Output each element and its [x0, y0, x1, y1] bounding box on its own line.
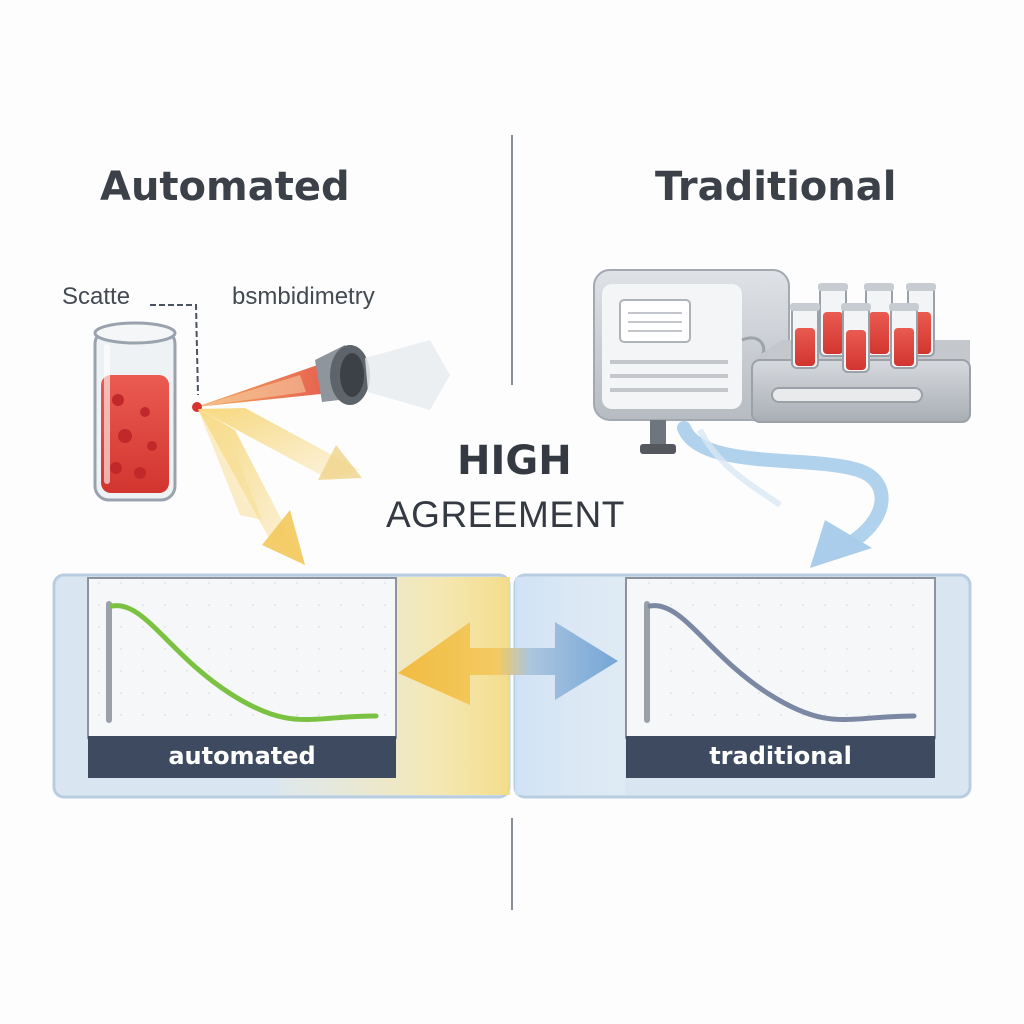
traditional-chart-label: traditional — [709, 742, 852, 770]
analyzer-machine-icon — [593, 269, 790, 454]
automated-chart-label: automated — [168, 742, 316, 770]
automated-label-bar — [88, 736, 396, 778]
traditional-decay-curve — [647, 603, 917, 723]
agreement-line-high: HIGH — [457, 438, 572, 484]
agreement-line-agreement: AGREEMENT — [386, 494, 625, 535]
light-source-icon — [315, 340, 450, 410]
scatter-rays-icon — [198, 408, 362, 565]
sample-tubes-icon — [790, 283, 936, 373]
automated-heading: Automated — [100, 164, 350, 210]
automated-chart — [87, 577, 397, 778]
comparison-arrow-icon — [398, 622, 618, 705]
light-beam-icon — [192, 360, 340, 412]
test-tube-icon — [93, 321, 177, 502]
traditional-heading: Traditional — [655, 164, 897, 210]
flow-arrow-icon — [677, 421, 889, 568]
scatter-label: Scatte — [62, 283, 131, 310]
scatter-leader-line — [150, 304, 199, 396]
traditional-chart — [625, 577, 936, 778]
automated-decay-curve — [109, 603, 379, 723]
turbidimetry-label: bsmbidimetry — [232, 283, 375, 310]
traditional-label-bar — [626, 736, 935, 778]
